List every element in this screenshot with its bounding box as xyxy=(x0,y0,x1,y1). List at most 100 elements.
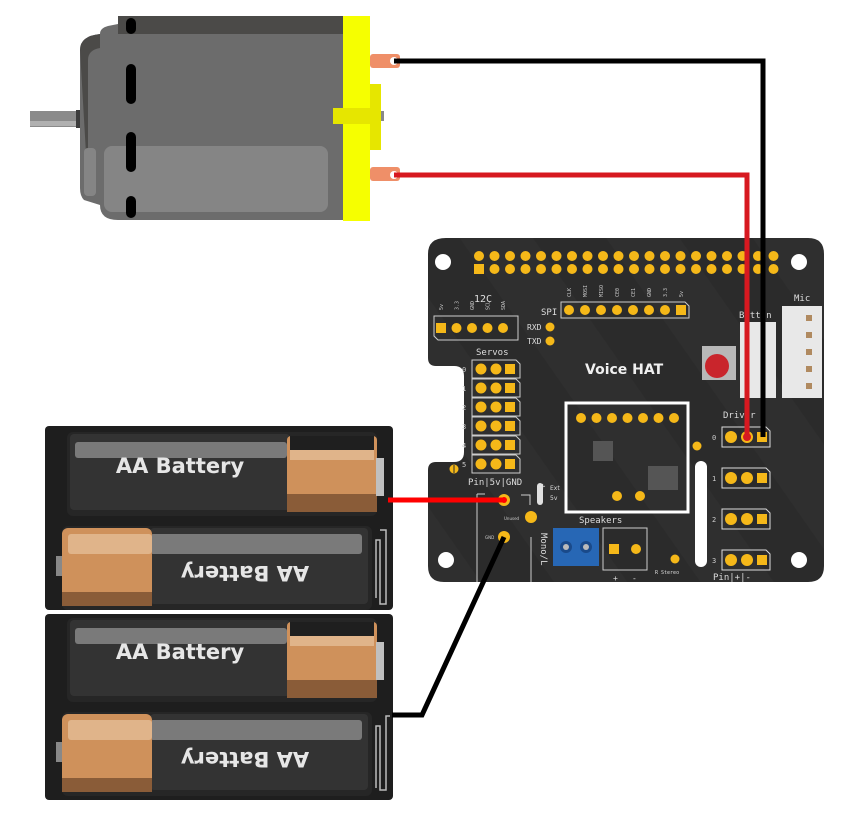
gpio-pin xyxy=(489,264,500,274)
mic-pin xyxy=(806,332,812,338)
unused-label: Unused xyxy=(504,516,520,521)
servo-row-label: 4 xyxy=(462,442,466,450)
module-pin xyxy=(591,413,602,423)
spi-pad xyxy=(644,305,654,315)
mount-hole xyxy=(438,552,454,568)
i2c-pad xyxy=(482,323,493,333)
gpio-pin xyxy=(474,251,484,261)
servo-pad xyxy=(490,382,502,394)
speaker-plus: + xyxy=(613,574,618,583)
servo-pad xyxy=(475,439,487,451)
driver-row-label: 1 xyxy=(712,475,716,483)
servo-pad xyxy=(505,383,515,393)
driver-header-outline xyxy=(721,549,771,571)
gpio-pin xyxy=(582,251,593,261)
gpio-pin xyxy=(505,264,515,274)
wire-motor-to-driver-minus[interactable] xyxy=(394,58,766,437)
servo-header-outline xyxy=(471,435,521,455)
gpio-pin xyxy=(722,251,732,261)
spi-header xyxy=(564,305,686,315)
module-pin xyxy=(653,413,664,423)
mic-connector xyxy=(782,306,822,398)
gpio-pin xyxy=(567,264,577,274)
i2c-pad xyxy=(467,323,477,333)
board-title: Voice HAT xyxy=(585,362,664,378)
gpio-pin xyxy=(629,251,639,261)
module-pin xyxy=(576,413,586,423)
driver-header-outline xyxy=(721,508,771,530)
mic-pin xyxy=(806,349,812,355)
spi-label: SPI xyxy=(541,308,557,318)
battery-label: AA Battery xyxy=(116,454,245,478)
driver-pad xyxy=(741,554,753,566)
servo-header-outline xyxy=(471,416,521,436)
aa-battery: AA Battery xyxy=(67,432,377,516)
servo-pad xyxy=(505,421,515,431)
driver-pad xyxy=(757,514,767,524)
servo-pad xyxy=(490,458,502,470)
gpio-pin xyxy=(675,251,686,261)
aa-battery: AA Battery xyxy=(56,526,372,610)
spi-pin-label: MISO xyxy=(599,285,605,297)
spi-pin-label: GND xyxy=(647,288,653,297)
gpio-pin xyxy=(722,264,732,274)
mono-label: Mono/L xyxy=(538,533,548,566)
servo-pad xyxy=(505,440,515,450)
driver-pad xyxy=(757,473,767,483)
gpio-pin xyxy=(567,251,577,261)
gpio-pin xyxy=(629,264,639,274)
gpio-pin xyxy=(644,264,655,274)
gpio-pin xyxy=(768,251,779,261)
spi-pad xyxy=(580,305,590,315)
i2c-pad xyxy=(498,323,508,333)
servo-pad xyxy=(505,459,515,469)
mic-pin xyxy=(806,366,812,372)
module-pin xyxy=(622,413,633,423)
servo-header-outline xyxy=(471,378,521,398)
i2c-pad xyxy=(436,323,446,333)
gpio-pin xyxy=(520,251,531,261)
servo-pad xyxy=(475,458,487,470)
speaker-terminal-block xyxy=(553,528,599,566)
gpio-pin xyxy=(551,264,562,274)
servos-footer: Pin|5v|GND xyxy=(468,478,522,488)
i2c-header xyxy=(436,323,508,333)
audio-module xyxy=(564,401,690,514)
wire-motor-to-driver-plus[interactable] xyxy=(394,172,750,437)
soic-chip xyxy=(648,466,678,490)
spi-pin-label: CE1 xyxy=(631,288,637,297)
driver-header-outline xyxy=(721,467,771,489)
module-pin xyxy=(607,413,617,423)
i2c-label: 12C xyxy=(474,294,492,305)
i2c-pin-label: 3.3 xyxy=(455,301,461,310)
spi-pin-label: 3.3 xyxy=(663,288,669,297)
gpio-pin xyxy=(613,251,624,261)
wire-battery-to-gnd[interactable] xyxy=(392,535,507,718)
driver-pad xyxy=(725,472,737,484)
servo-row-label: 1 xyxy=(462,385,466,393)
spi-pad xyxy=(628,305,638,315)
gpio-pin xyxy=(536,264,546,274)
servos-label: Servos xyxy=(476,348,509,358)
rxd-pad xyxy=(545,322,555,332)
rxd-label: RXD xyxy=(527,323,542,332)
gpio-pin xyxy=(675,264,686,274)
driver-pad xyxy=(741,472,753,484)
driver-header-outline xyxy=(721,426,771,448)
mount-hole xyxy=(791,552,807,568)
driver-footer: Pin|+|- xyxy=(713,573,751,583)
ext-line1: Ext xyxy=(550,485,560,492)
driver-pad xyxy=(725,513,737,525)
gnd-label: GND xyxy=(485,535,494,540)
gpio-pin xyxy=(598,264,608,274)
servo-pad xyxy=(490,439,502,451)
servo-pad xyxy=(490,401,502,413)
servo-pad xyxy=(505,364,515,374)
txd-label: TXD xyxy=(527,337,542,346)
driver-pad xyxy=(741,513,753,525)
spi-pin-label: CE0 xyxy=(615,288,621,297)
gpio-pin xyxy=(505,251,515,261)
driver-label: Driver xyxy=(723,411,756,421)
